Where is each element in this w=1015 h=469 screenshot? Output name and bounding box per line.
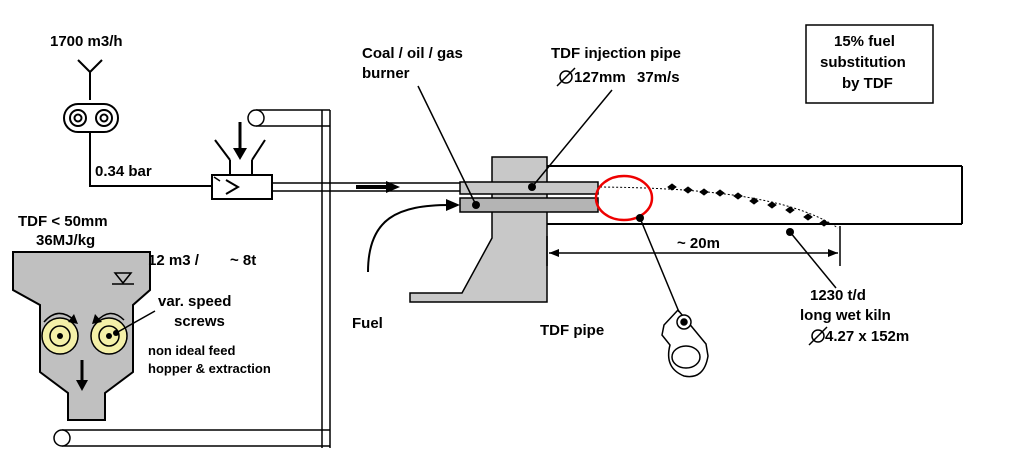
substitution-label-line3: by TDF: [842, 75, 893, 92]
substitution-box: [805, 24, 934, 104]
kiln-hood: [409, 156, 548, 303]
upper-conveyor: [247, 109, 330, 127]
hopper-volume-label: 12 m3 /: [148, 252, 200, 269]
screws-leader: [115, 310, 156, 334]
substitution-label-line2: substitution: [820, 54, 906, 71]
kiln-dimensions-label: 4.27 x 152m: [825, 328, 909, 345]
main-burner-pipe: [459, 197, 599, 213]
eductor-icon: [211, 174, 273, 200]
kiln-capacity-label: 1230 t/d: [810, 287, 866, 304]
pressure-label: 0.34 bar: [95, 163, 152, 180]
tdf-energy-label: 36MJ/kg: [36, 232, 95, 249]
tdf-transport-line: [272, 182, 460, 192]
blower-icon: [63, 103, 119, 133]
feed-down-arrow-icon: [233, 122, 247, 160]
tdf-trajectory: [599, 186, 839, 229]
discharge-arrow-icon: [76, 360, 88, 391]
lower-conveyor: [53, 429, 330, 447]
screw-left-icon: [41, 312, 79, 355]
burner-label-line2: burner: [362, 65, 410, 82]
injection-diameter-label: 127mm: [574, 69, 626, 86]
distance-label: ~ 20m: [677, 235, 720, 252]
fuel-label: Fuel: [352, 315, 383, 332]
injection-velocity-label: 37m/s: [637, 69, 680, 86]
injection-label-line1: TDF injection pipe: [551, 45, 681, 62]
tdf-size-label: TDF < 50mm: [18, 213, 108, 230]
distance-dimension: [546, 226, 841, 266]
injection-highlight-circle: [594, 174, 654, 222]
return-conveyor: [321, 110, 331, 448]
substitution-label-line1: 15% fuel: [834, 33, 895, 50]
screws-label-line1: var. speed: [158, 293, 231, 310]
air-flow-label: 1700 m3/h: [50, 33, 123, 50]
tdf-pipe-section-icon: [661, 308, 709, 378]
feed-label-line1: non ideal feed: [148, 343, 235, 358]
leader-dots: [113, 183, 794, 336]
kiln-shell: [547, 165, 963, 225]
diameter-symbol-icon: [556, 67, 576, 87]
tdf-particles: [667, 183, 829, 227]
feed-funnel-icon: [214, 139, 266, 175]
burner-label-line1: Coal / oil / gas: [362, 45, 463, 62]
feed-label-line2: hopper & extraction: [148, 361, 271, 376]
air-line: [89, 132, 212, 187]
tdf-pipe-label: TDF pipe: [540, 322, 604, 339]
fuel-inlet-line: [367, 199, 460, 273]
hopper-level-icon: [112, 272, 134, 285]
air-intake-icon: [77, 59, 103, 100]
screws-label-line2: screws: [174, 313, 225, 330]
flow-arrow-icon: [356, 181, 400, 193]
kiln-diameter-symbol-icon: [808, 326, 828, 346]
screw-right-icon: [90, 312, 128, 355]
tdf-hopper: [12, 251, 151, 421]
leader-lines: [417, 85, 837, 313]
hopper-mass-label: ~ 8t: [230, 252, 256, 269]
kiln-type-label: long wet kiln: [800, 307, 891, 324]
